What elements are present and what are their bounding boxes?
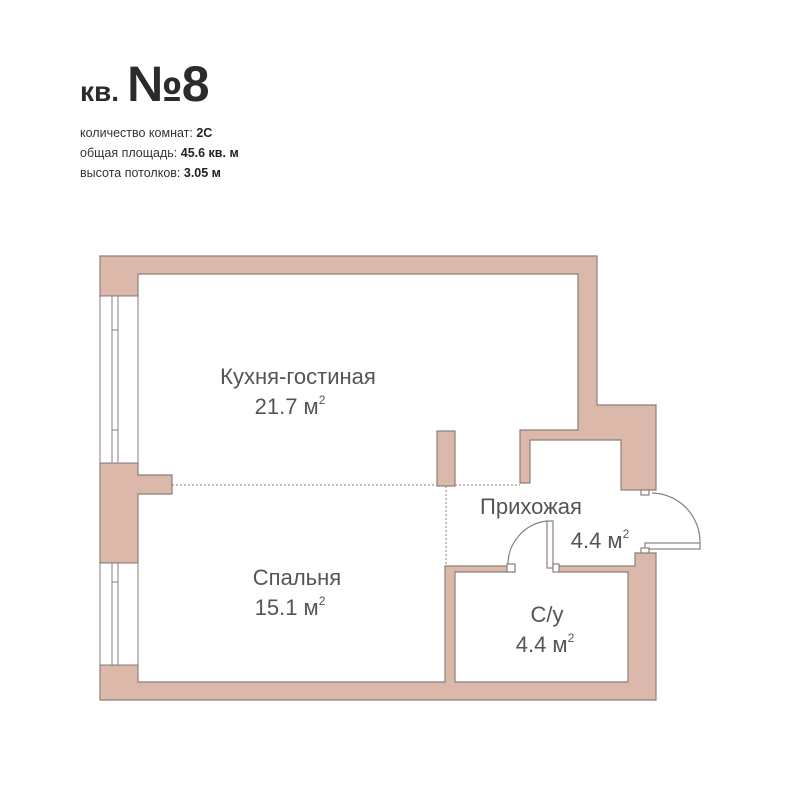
spec-value: 2С [196,126,213,140]
room-area-value: 21.7 м [255,394,319,419]
apartment-title: кв. №8 [80,55,239,113]
spec-label: общая площадь: [80,146,178,160]
room-name-kitchen: Кухня-гостиная [220,364,376,389]
spec-label: количество комнат: [80,126,193,140]
room-area-hallway: 4.4 м2 [571,527,630,553]
room-area-sup: 2 [319,594,326,608]
room-area-sup: 2 [623,527,630,541]
apartment-number: №8 [127,56,210,112]
windows [99,295,139,666]
wall-left-pier [99,462,173,564]
apartment-specs: количество комнат: 2С общая площадь: 45.… [80,123,239,183]
room-area-sup: 2 [568,631,575,645]
spec-value: 3.05 м [183,166,221,180]
room-area-value: 15.1 м [255,595,319,620]
room-area-bathroom: 4.4 м2 [516,631,575,657]
walls [99,255,657,701]
window-lower [99,562,139,666]
room-name-bathroom: С/у [531,602,564,627]
spec-rooms: количество комнат: 2С [80,123,239,143]
entrance-door-swing [651,492,701,544]
room-name-bedroom: Спальня [253,565,341,590]
entrance-door-leaf [644,542,701,550]
bathroom-door-leaf [546,520,554,569]
wall-bottom [99,552,657,701]
room-area-bedroom: 15.1 м2 [255,594,326,620]
room-labels: Кухня-гостиная 21.7 м2 Спальня 15.1 м2 П… [220,364,629,657]
window-upper [99,295,139,464]
wall-partition-column [436,430,456,487]
apartment-prefix: кв. [80,76,120,107]
doors [506,489,701,573]
room-area-sup: 2 [319,393,326,407]
spec-label: высота потолков: [80,166,181,180]
room-area-value: 4.4 м [571,528,623,553]
room-area-kitchen: 21.7 м2 [255,393,326,419]
wall-top-right [99,255,657,491]
room-name-hallway: Прихожая [480,494,582,519]
spec-ceiling-height: высота потолков: 3.05 м [80,163,239,183]
apartment-header: кв. №8 количество комнат: 2С общая площа… [80,55,239,183]
bathroom-door-swing [507,520,548,567]
spec-total-area: общая площадь: 45.6 кв. м [80,143,239,163]
zone-lines [172,484,520,566]
spec-value: 45.6 кв. м [180,146,239,160]
room-area-value: 4.4 м [516,632,568,657]
